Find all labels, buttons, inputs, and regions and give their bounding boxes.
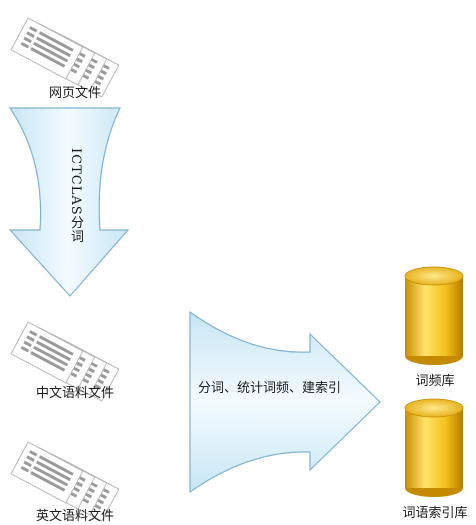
english-corpus-label: 英文语料文件 — [35, 509, 114, 524]
processing-arrow — [189, 310, 381, 494]
segmentation-arrow-label: ICTCLAS分词 — [68, 148, 83, 244]
segmentation-arrow — [8, 107, 130, 297]
web-files-label: 网页文件 — [48, 86, 101, 101]
processing-arrow-label: 分词、统计词频、建索引 — [198, 381, 342, 396]
word-index-db-icon — [404, 398, 464, 497]
word-freq-db-label: 词频库 — [415, 374, 455, 389]
chinese-corpus-label: 中文语料文件 — [35, 386, 114, 401]
word-index-db-label: 词语索引库 — [402, 506, 468, 521]
word-freq-db-icon — [404, 266, 464, 365]
